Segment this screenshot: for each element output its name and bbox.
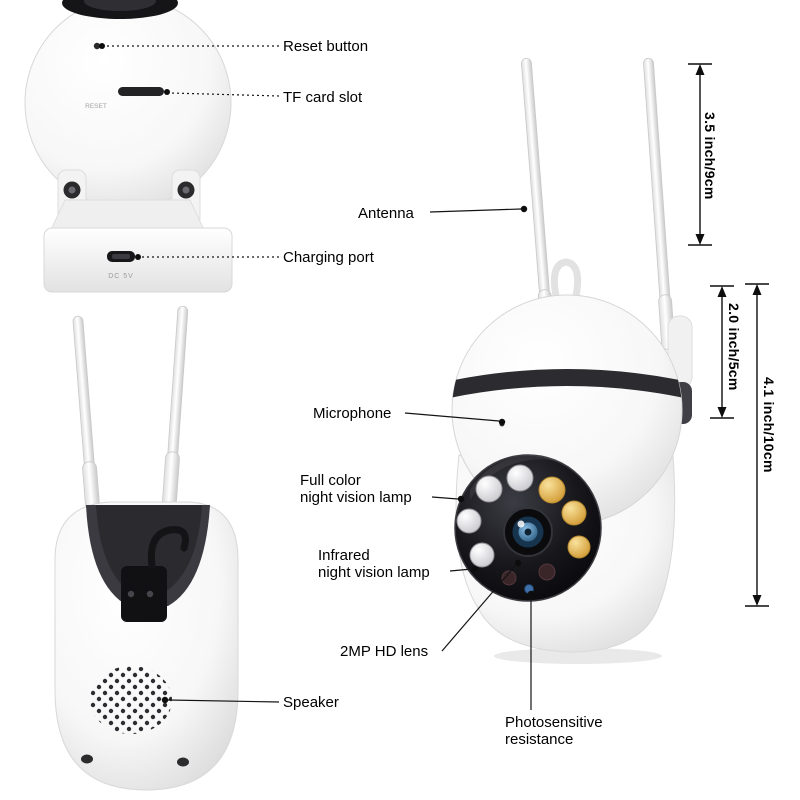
power-marking: DC 5V	[108, 273, 134, 280]
callout-full-color-lamp: Full color night vision lamp	[300, 472, 412, 506]
hanging-loop	[550, 258, 582, 297]
callout-infrared-lamp: Infrared night vision lamp	[318, 547, 430, 581]
callout-antenna: Antenna	[358, 205, 414, 222]
speaker-grille	[90, 666, 172, 734]
main-antenna-right	[643, 57, 675, 351]
infrared-led	[501, 570, 517, 586]
callout-hd-lens: 2MP HD lens	[340, 643, 429, 660]
screw-hole-right	[177, 757, 189, 767]
head-seam-band	[452, 369, 682, 400]
leader-line-microphone	[404, 412, 500, 422]
reset-marking: RESET	[85, 103, 107, 110]
callout-speaker: Speaker	[283, 694, 339, 711]
dimension-antenna-height: 3.5 inch/9cm	[702, 112, 718, 200]
callout-dot	[135, 254, 141, 260]
callout-full-color-lamp-line1: Full color	[300, 472, 361, 489]
callout-dot	[99, 43, 105, 49]
bottom-antenna-left	[72, 315, 100, 513]
callout-photosensitive: Photosensitive resistance	[505, 714, 603, 748]
callout-reset-button: Reset button	[283, 38, 369, 55]
reset-hole	[93, 42, 101, 50]
callout-infrared-lamp-line1: Infrared	[318, 547, 370, 564]
callout-photosensitive-line1: Photosensitive	[505, 714, 603, 731]
callout-microphone: Microphone	[313, 405, 392, 422]
leader-line-speaker	[167, 699, 280, 703]
callout-dot	[520, 205, 528, 213]
internal-cable	[147, 526, 189, 570]
lens	[503, 507, 553, 557]
main-camera	[451, 57, 693, 664]
leader-line-infrared	[449, 568, 473, 572]
leader-line-tf-card	[169, 92, 280, 97]
screw-hole-left	[81, 754, 93, 764]
camera-back-view: RESET DC 5V	[24, 0, 233, 293]
callout-dot	[164, 89, 170, 95]
leader-line-lens	[441, 565, 516, 652]
leader-lines	[106, 45, 532, 710]
infrared-led	[538, 563, 556, 581]
camera-bottom-view	[54, 305, 239, 791]
callout-dot	[498, 418, 506, 426]
tf-card-slot-opening	[118, 87, 164, 96]
callout-full-color-lamp-line2: night vision lamp	[300, 489, 412, 506]
dimension-arrowheads	[695, 64, 762, 606]
leader-line-full-color	[431, 496, 459, 500]
callout-tf-card-slot: TF card slot	[283, 89, 363, 106]
callout-dots	[99, 43, 535, 704]
callout-dot	[514, 559, 522, 567]
internal-module	[121, 566, 167, 622]
callout-dot	[161, 696, 169, 704]
leader-line-antenna	[429, 208, 522, 213]
callout-photosensitive-line2: resistance	[505, 731, 574, 748]
dimension-head-height: 2.0 inch/5cm	[726, 303, 742, 391]
callout-dot	[527, 590, 535, 598]
mount-bracket	[49, 199, 206, 233]
callout-infrared-lamp-line2: night vision lamp	[318, 564, 430, 581]
callout-dot	[471, 565, 479, 573]
dimension-body-height: 4.1 inch/10cm	[761, 377, 777, 473]
bottom-antenna-right	[162, 305, 189, 508]
callout-dot	[457, 495, 465, 503]
night-vision-leds	[456, 464, 591, 586]
callout-charging-port: Charging port	[283, 249, 374, 266]
